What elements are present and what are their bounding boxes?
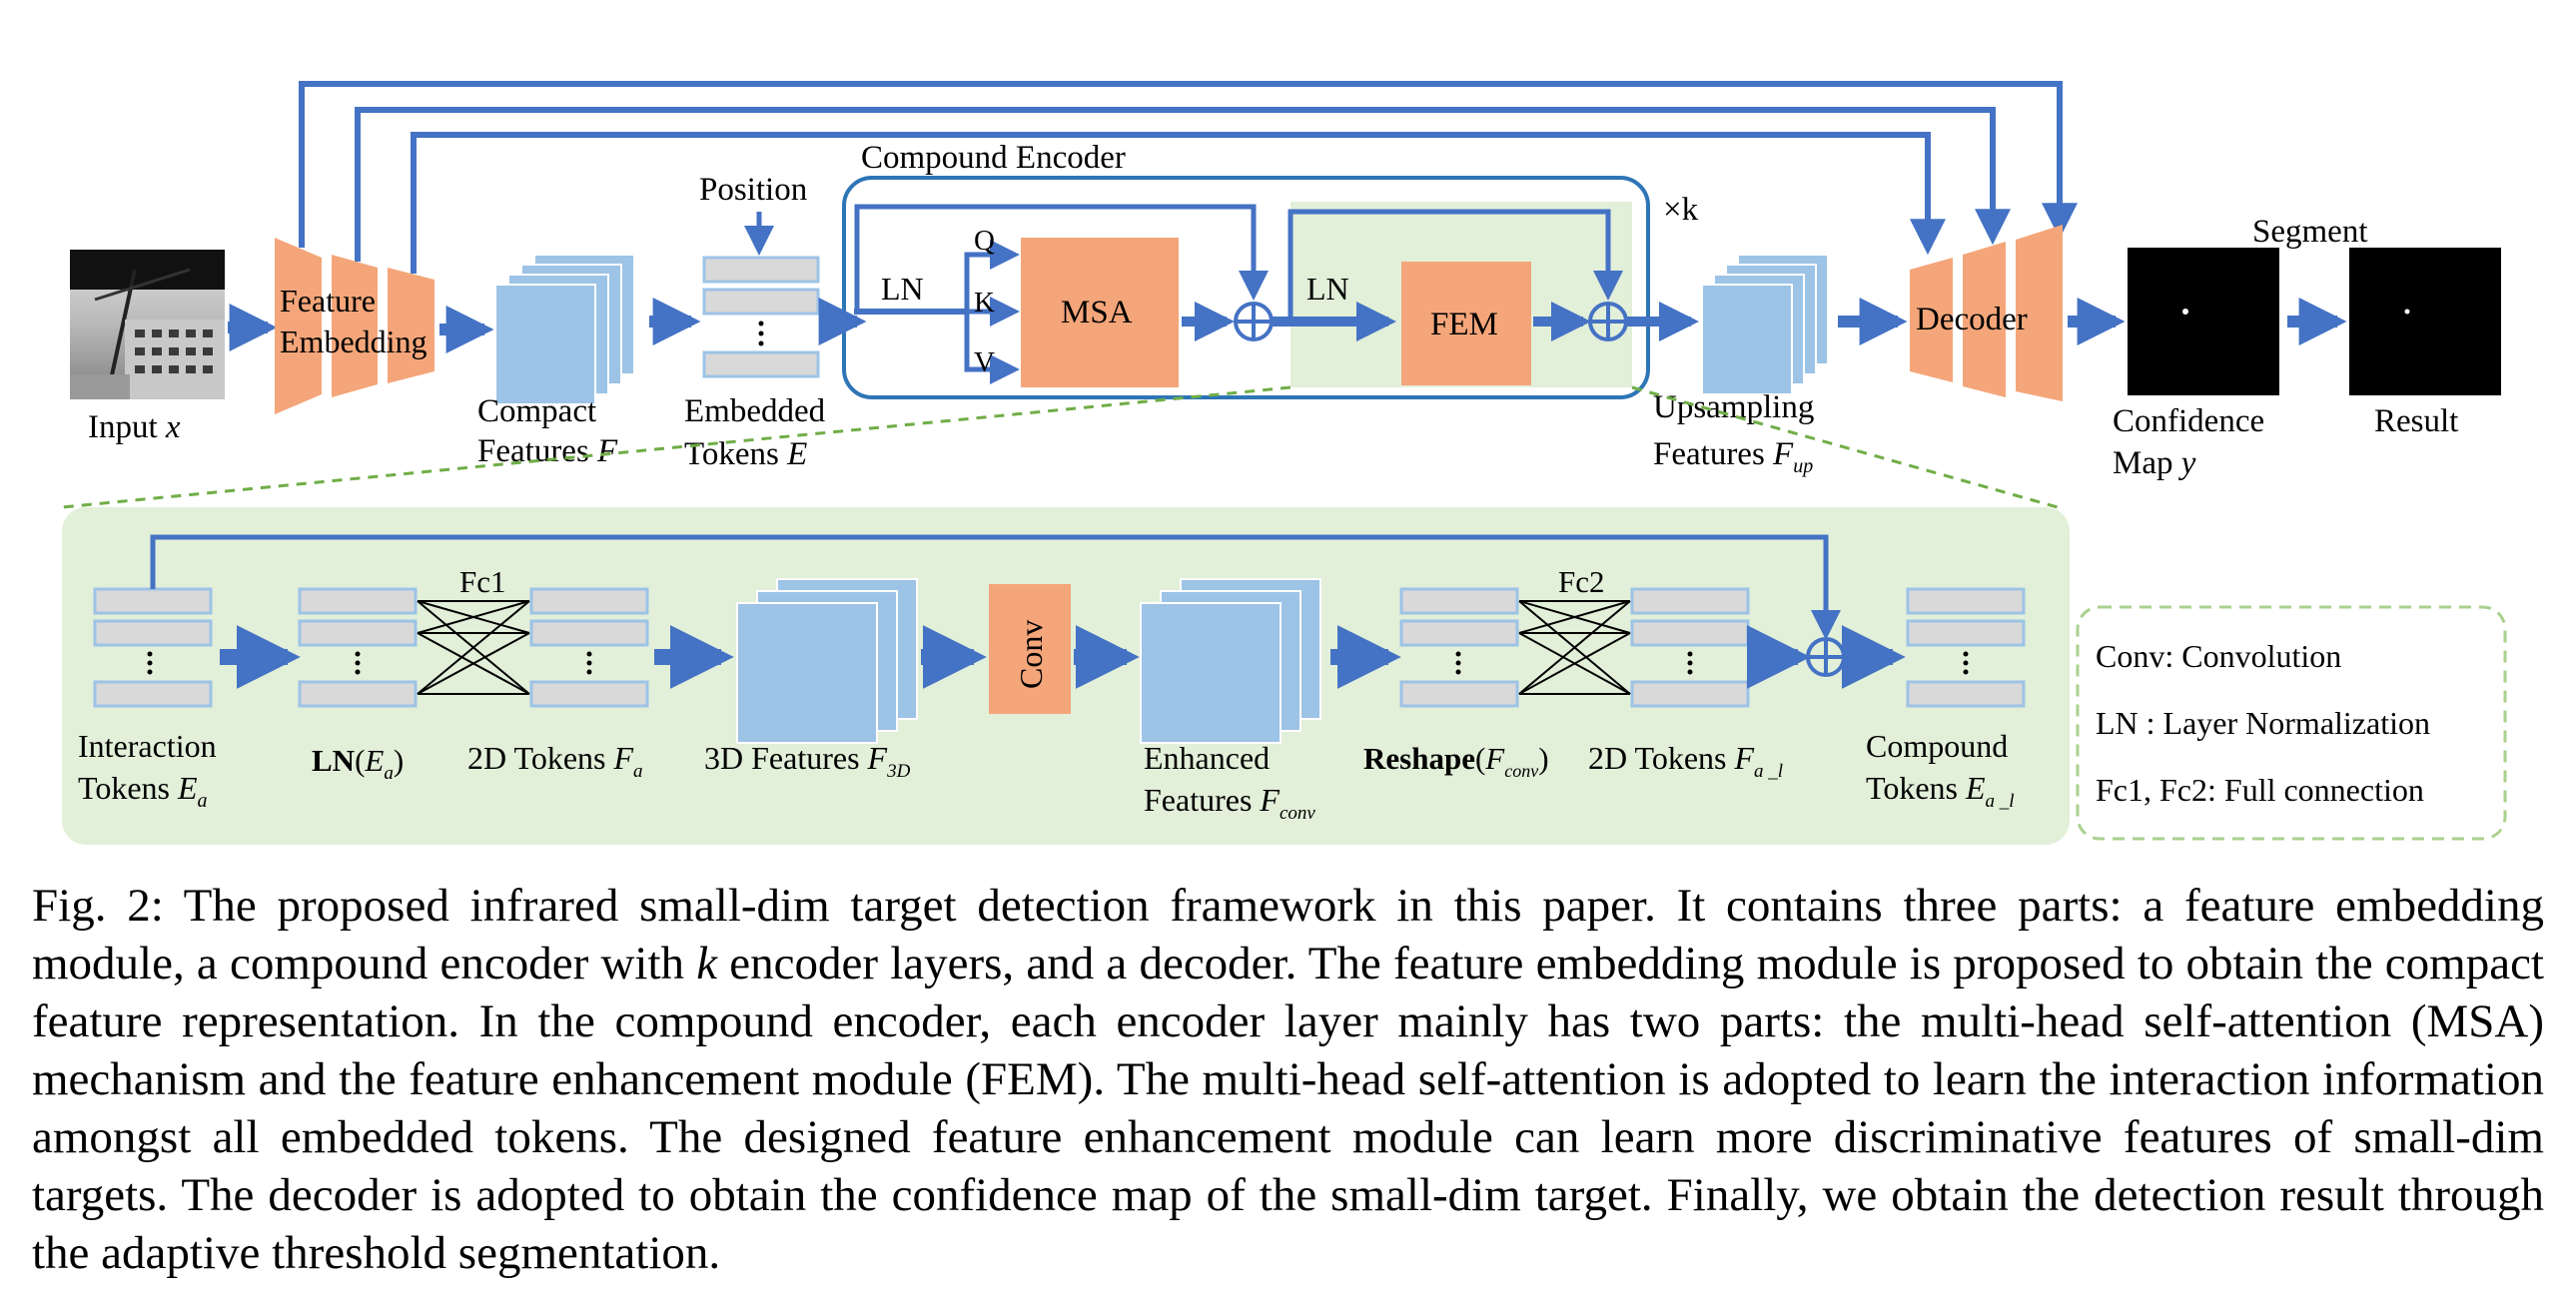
enhanced-label-2: Features Fconv <box>1144 782 1315 824</box>
segment-label: Segment <box>2252 214 2367 250</box>
tokens-2d-a <box>529 587 649 708</box>
reshape-label: Reshape(Fconv) <box>1363 741 1549 781</box>
confidence-label-2: Map y <box>2113 445 2196 481</box>
ellipsis-dots <box>147 651 153 675</box>
k-label: K <box>974 287 995 319</box>
compound-label-2: Tokens Ea _l <box>1866 770 2015 812</box>
feature-embedding-label-2: Embedding <box>280 324 428 359</box>
caption-part-1: Fig. 2: The proposed infrared small-dim … <box>32 880 2544 989</box>
ln-ea-label: LN(Ea) <box>312 743 404 784</box>
ellipsis-dots <box>758 321 764 346</box>
compact-label-2: Features F <box>477 433 618 469</box>
upsampling-label-1: Upsampling <box>1653 389 1814 425</box>
confidence-target-dot <box>2182 309 2188 315</box>
decoder-label: Decoder <box>1916 302 2028 337</box>
reshape-tokens <box>1399 587 1519 708</box>
legend-ln: LN : Layer Normalization <box>2096 705 2430 741</box>
embedded-label-2: Tokens E <box>684 436 807 472</box>
upsampling-label-2: Features Fup <box>1653 436 1813 477</box>
framework-diagram: Input x Feature Embedding Compact Featur… <box>61 81 2507 845</box>
legend-conv: Conv: Convolution <box>2096 638 2341 674</box>
q-label: Q <box>974 225 995 257</box>
upsampling-squares <box>1701 254 1829 395</box>
position-label: Position <box>699 172 807 208</box>
zoom-lines <box>61 385 2059 509</box>
ellipsis-dots <box>1963 651 1969 675</box>
enhanced-label-1: Enhanced <box>1144 740 1270 776</box>
panel-residual <box>150 534 1841 640</box>
embedded-label-1: Embedded <box>684 393 826 429</box>
fem-label: FEM <box>1430 307 1498 342</box>
features-3d-squares <box>736 578 918 744</box>
fc1-label: Fc1 <box>459 564 506 599</box>
tokens-2d-a-label: 2D Tokens Fa <box>467 740 643 782</box>
compact-features-squares <box>494 254 635 405</box>
embedded-tokens <box>702 256 820 378</box>
qkv-lines <box>964 240 1020 384</box>
times-k-label: ×k <box>1663 192 1699 228</box>
legend-fc: Fc1, Fc2: Full connection <box>2096 772 2424 808</box>
add-circle <box>1806 637 1846 677</box>
compound-encoder-title: Compound Encoder <box>861 140 1126 176</box>
feature-embedding-block <box>275 238 434 414</box>
compact-label-1: Compact <box>477 393 596 429</box>
result-image <box>2349 248 2501 395</box>
ellipsis-dots <box>1687 651 1693 675</box>
feature-embedding-label-1: Feature <box>280 283 376 319</box>
result-label: Result <box>2374 403 2458 439</box>
features-3d-label: 3D Features F3D <box>704 740 911 782</box>
input-image <box>70 250 225 399</box>
figure-caption: Fig. 2: The proposed infrared small-dim … <box>32 877 2544 1282</box>
ellipsis-dots <box>586 651 592 675</box>
ellipsis-dots <box>1455 651 1461 675</box>
msa-residual <box>854 204 1269 312</box>
confidence-map-image <box>2128 248 2279 395</box>
add-circle <box>1588 302 1628 341</box>
interaction-tokens <box>93 587 213 708</box>
fem-box <box>1401 262 1531 385</box>
add-circle <box>1234 302 1274 341</box>
interaction-label-2: Tokens Ea <box>78 770 208 812</box>
caption-k: k <box>696 938 718 989</box>
tokens-2d-al-label: 2D Tokens Fa _l <box>1588 740 1783 782</box>
skip-connections <box>299 81 2078 274</box>
compound-tokens <box>1906 587 2026 708</box>
msa-box <box>1021 238 1179 387</box>
compound-label-1: Compound <box>1866 728 2008 764</box>
v-label: V <box>974 346 995 378</box>
input-label: Input x <box>88 409 181 445</box>
msa-label: MSA <box>1061 295 1133 330</box>
ln-label-1: LN <box>881 271 924 307</box>
confidence-label-1: Confidence <box>2113 403 2264 439</box>
decoder-block <box>1910 225 2063 401</box>
caption-part-2: encoder layers, and a decoder. The featu… <box>32 938 2544 1279</box>
compound-encoder-box <box>842 176 1650 399</box>
conv-label: Conv <box>1013 620 1049 689</box>
ln-label-2: LN <box>1306 271 1349 307</box>
interaction-label-1: Interaction <box>78 728 217 764</box>
conv-box <box>989 584 1071 714</box>
tokens-2d-al <box>1630 587 1750 708</box>
ellipsis-dots <box>355 651 361 675</box>
fem-residual <box>1288 209 1623 322</box>
fc1-connections <box>417 600 530 695</box>
fc2-connections <box>1518 600 1631 695</box>
result-target-dot <box>2404 309 2410 315</box>
ln-tokens <box>298 587 418 708</box>
legend-box <box>2076 605 2507 841</box>
fc2-label: Fc2 <box>1558 564 1605 599</box>
enhanced-features-squares <box>1140 578 1321 744</box>
